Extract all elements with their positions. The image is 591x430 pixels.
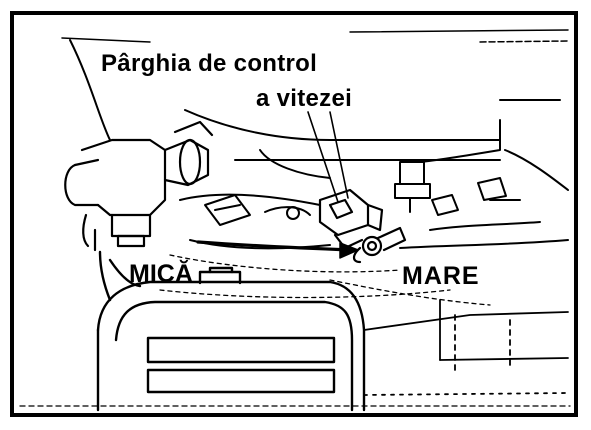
linkage-plate <box>179 193 331 250</box>
speed-lever <box>318 188 407 264</box>
bolt-upper <box>394 161 431 213</box>
housing-outline <box>69 39 569 191</box>
top-edge-lines <box>61 29 569 43</box>
fuel-valve <box>64 120 214 252</box>
right-lower-structure <box>363 299 569 396</box>
label-high: MARE <box>402 262 480 290</box>
label-speed-lever-line-1: Pârghia de control <box>101 50 318 77</box>
bolt-right <box>399 177 569 249</box>
label-low: MICĂ <box>129 260 193 288</box>
lower-tank <box>96 250 366 412</box>
figure-frame <box>10 11 578 417</box>
leader-lines <box>307 111 349 203</box>
dashed-outline <box>159 254 491 306</box>
arrow-right-icon <box>196 240 359 259</box>
label-speed-lever-line-2: a vitezei <box>256 85 353 112</box>
